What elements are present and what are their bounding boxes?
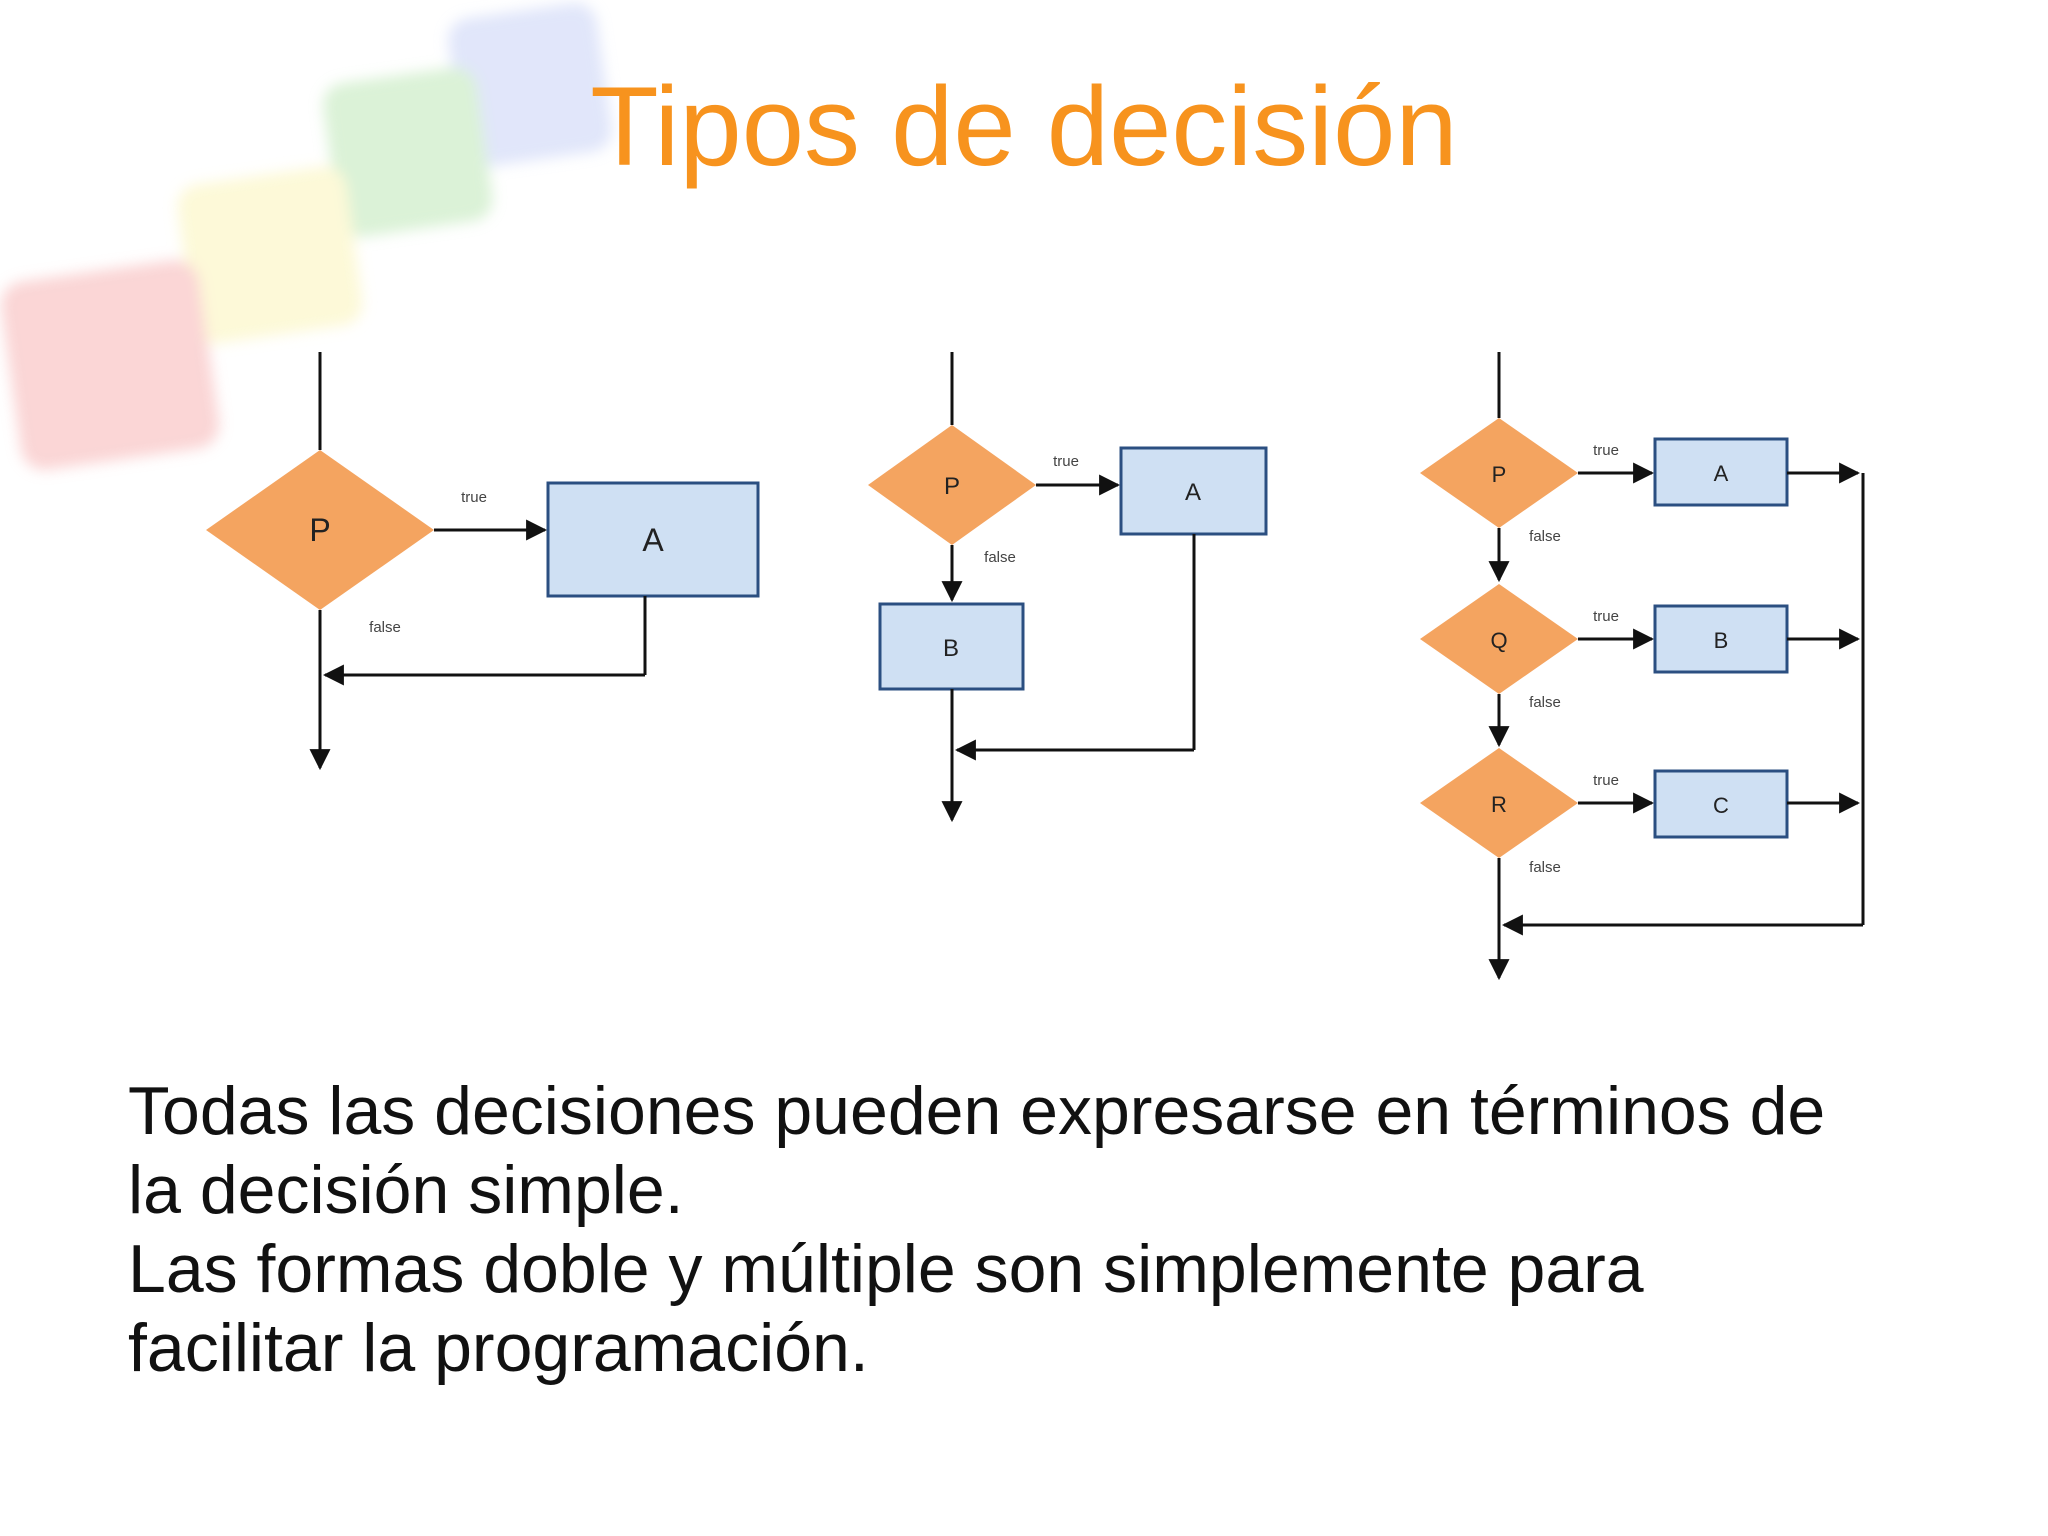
body-line-3: Las formas doble y múltiple son simpleme…: [128, 1231, 1644, 1307]
false-label: false: [1529, 694, 1561, 711]
false-label: false: [1529, 528, 1561, 545]
decision-r-label: R: [1491, 792, 1507, 817]
true-label: true: [1593, 608, 1619, 625]
process-a-box: [1653, 437, 1789, 507]
slide-body: Todas las decisiones pueden expresarse e…: [128, 1072, 1928, 1388]
true-label: true: [1593, 772, 1619, 789]
process-b-box: [1653, 604, 1789, 674]
body-line-2: la decisión simple.: [128, 1152, 684, 1228]
decision-p-diamond: [868, 425, 1036, 545]
decision-q-label: Q: [1490, 628, 1507, 653]
body-line-1: Todas las decisiones pueden expresarse e…: [128, 1073, 1826, 1149]
process-a-box: [546, 481, 760, 598]
decision-q-diamond: [1420, 584, 1578, 694]
decision-p-label: P: [309, 512, 330, 548]
process-a-label: A: [1185, 479, 1201, 506]
simple-decision-diagram: P true A false: [206, 352, 760, 771]
process-a-label: A: [642, 522, 664, 558]
decision-p-label: P: [944, 473, 960, 500]
true-label: true: [1593, 442, 1619, 459]
true-label: true: [1053, 453, 1079, 470]
process-a-label: A: [1714, 461, 1729, 486]
slide-title: Tipos de decisión: [590, 64, 1458, 189]
double-decision-diagram: P true A false B: [868, 352, 1268, 823]
process-a-box: [1119, 446, 1268, 536]
false-label: false: [984, 549, 1016, 566]
body-line-4: facilitar la programación.: [128, 1310, 869, 1386]
process-c-box: [1653, 769, 1789, 839]
process-b-box: [878, 602, 1025, 691]
process-b-label: B: [943, 635, 959, 662]
process-b-label: B: [1714, 628, 1729, 653]
true-label: true: [461, 489, 487, 506]
decision-p-diamond: [206, 450, 434, 610]
decision-p-label: P: [1492, 462, 1507, 487]
multiple-decision-diagram: P true A false Q true B false R true C f…: [1420, 352, 1865, 981]
decision-r-diamond: [1420, 748, 1578, 858]
process-c-label: C: [1713, 793, 1729, 818]
false-label: false: [369, 619, 401, 636]
false-label: false: [1529, 859, 1561, 876]
decision-p-diamond: [1420, 418, 1578, 528]
background-blocks-decoration: [0, 3, 612, 470]
